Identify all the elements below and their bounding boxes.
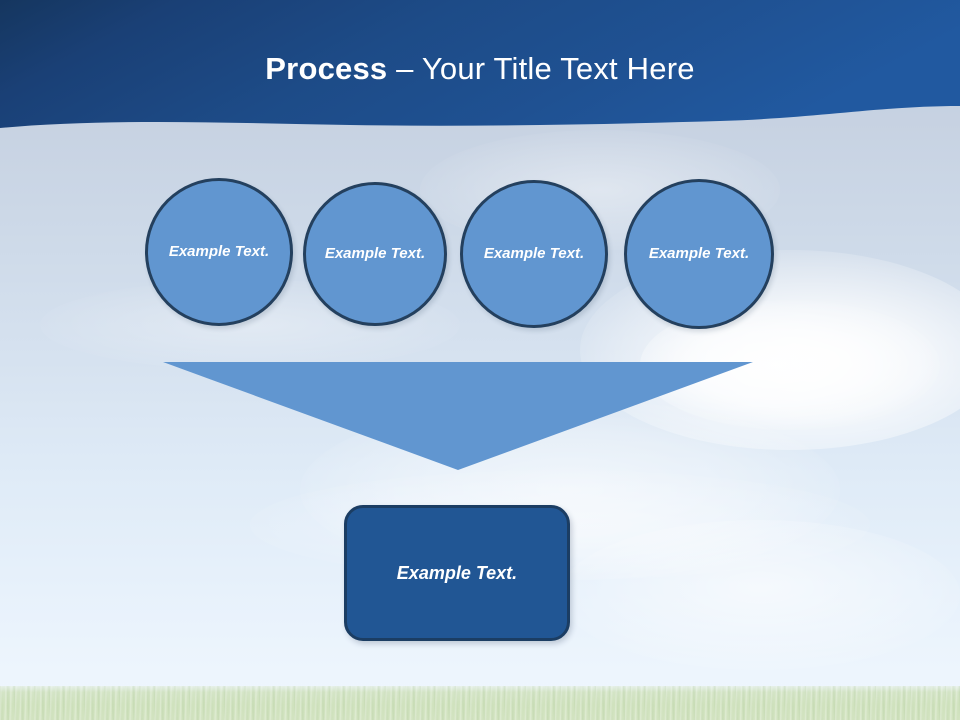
process-circle-4-label: Example Text. xyxy=(648,245,750,262)
result-box-label: Example Text. xyxy=(396,562,518,583)
title-banner: Process – Your Title Text Here xyxy=(0,0,960,140)
process-circle-1-label: Example Text. xyxy=(168,243,270,260)
down-arrow-shape xyxy=(163,362,753,470)
grass-texture xyxy=(0,686,960,720)
process-circle-4[interactable]: Example Text. xyxy=(624,179,774,329)
process-circle-1[interactable]: Example Text. xyxy=(145,178,293,326)
page-title-rest: Your Title Text Here xyxy=(421,51,695,86)
process-circle-3[interactable]: Example Text. xyxy=(460,180,608,328)
page-title: Process – Your Title Text Here xyxy=(0,50,960,88)
cloud-bottom-right xyxy=(560,520,960,670)
down-arrow-icon[interactable] xyxy=(163,362,753,470)
page-title-bold: Process xyxy=(265,51,388,86)
process-circle-2[interactable]: Example Text. xyxy=(303,182,447,326)
process-circle-2-label: Example Text. xyxy=(324,245,426,262)
grass-strip xyxy=(0,686,960,720)
result-box[interactable]: Example Text. xyxy=(344,505,570,641)
process-circle-3-label: Example Text. xyxy=(483,245,585,262)
page-title-separator: – xyxy=(387,51,422,86)
title-banner-shape xyxy=(0,0,960,128)
